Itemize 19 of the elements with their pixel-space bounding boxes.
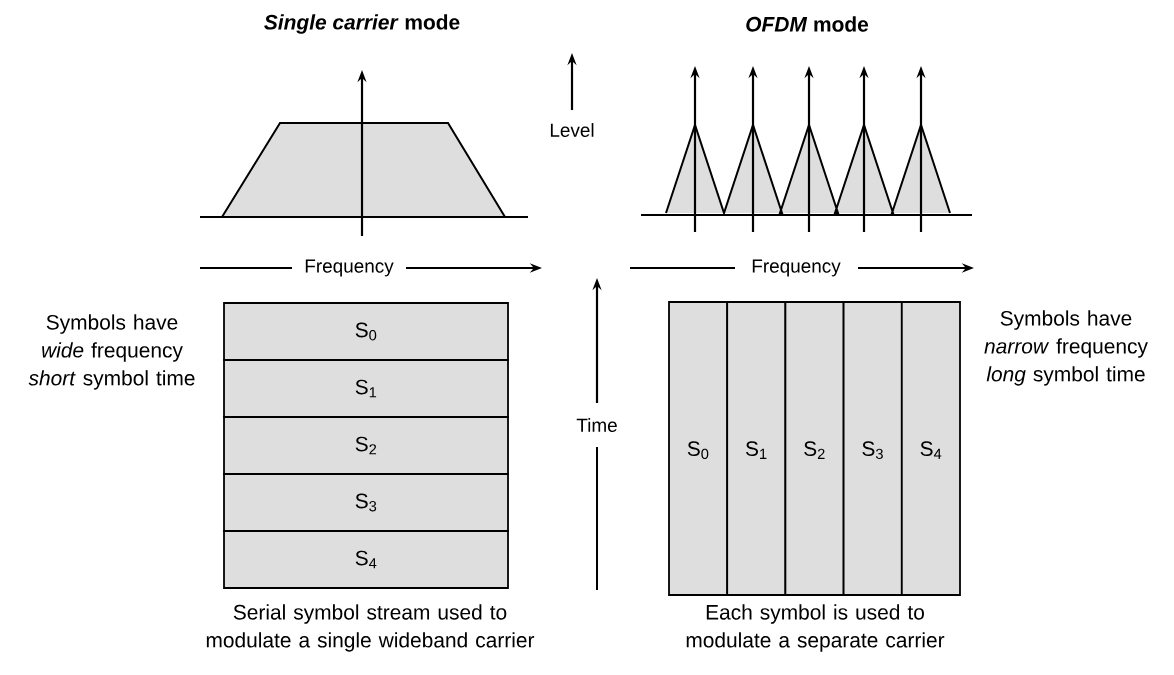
description-text: Symbols have wide frequency short symbol time (28, 314, 195, 390)
axis-label: Level (550, 123, 594, 137)
symbol-cell: S$_{0}$ (223, 302, 509, 361)
symbol-cell: S$_{2}$ (784, 301, 845, 596)
title: OFDM mode (746, 16, 869, 32)
symbol-cell: S$_{3}$ (842, 301, 903, 596)
symbol-cell: S$_{3}$ (223, 473, 509, 532)
caption: Each symbol is used to modulate a separate carrier (686, 604, 945, 652)
symbol-cell: S$_{2}$ (223, 416, 509, 475)
symbol-cell: S$_{4}$ (223, 530, 509, 589)
symbol-cell: S$_{4}$ (900, 301, 961, 596)
symbol-cell: S$_{1}$ (726, 301, 787, 596)
axis-label: Frequency (752, 259, 841, 277)
symbol-cell: S$_{1}$ (223, 359, 509, 418)
axis-label: Time (576, 418, 617, 432)
axis-label: Frequency (305, 259, 394, 277)
description-text: Symbols have narrow frequency long symbol time (984, 310, 1148, 386)
title: Single carrier mode (264, 14, 460, 34)
symbol-cell: S$_{0}$ (668, 301, 729, 596)
